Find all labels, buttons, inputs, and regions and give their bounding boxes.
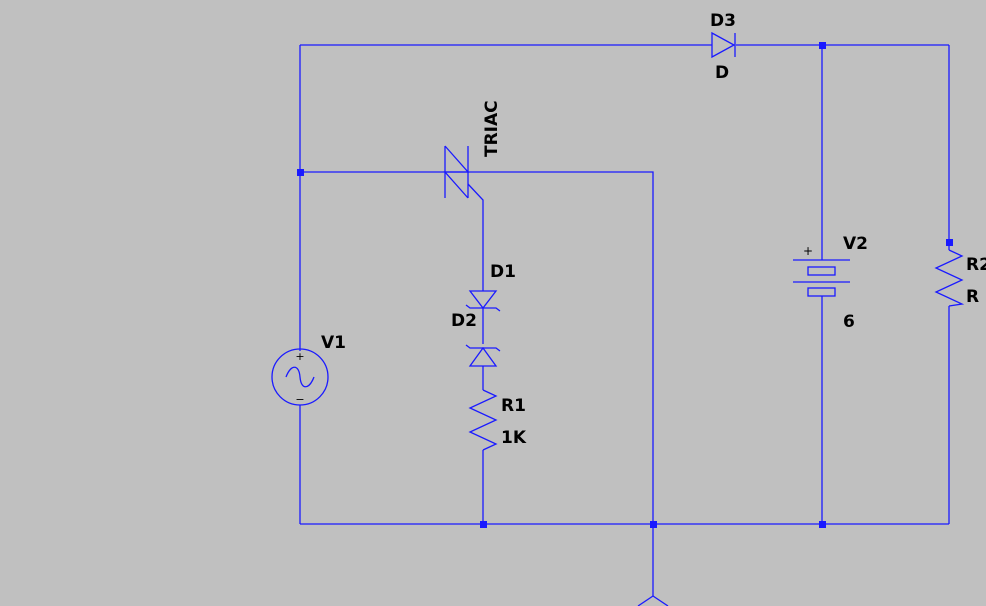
wires: [299, 44, 950, 596]
junctions: [297, 42, 953, 528]
zener-d2-symbol[interactable]: [465, 344, 501, 367]
junction-dot: [297, 169, 304, 176]
junction-dot: [819, 42, 826, 49]
junction-dot: [650, 521, 657, 528]
junction-dot: [946, 239, 953, 246]
v2-value-label: 6: [843, 312, 855, 332]
r1-value-label: 1K: [501, 428, 527, 448]
diode-d3-symbol[interactable]: [711, 31, 736, 59]
v1-ref-label: V1: [321, 333, 346, 353]
d3-value-label: D: [715, 63, 729, 83]
v2-plus-sign: +: [803, 244, 813, 258]
d3-ref-label: D3: [710, 11, 736, 31]
v1-minus-sign: −: [295, 393, 304, 406]
resistor-r2-symbol[interactable]: [934, 249, 965, 307]
r2-value-label: R: [966, 287, 979, 307]
resistor-r1-symbol[interactable]: [468, 389, 498, 451]
ac-source-v1-symbol[interactable]: [271, 348, 329, 406]
r2-ref-label: R2: [966, 255, 986, 275]
triac-symbol[interactable]: [443, 145, 470, 199]
wire-gate[interactable]: [467, 183, 484, 291]
triac-ref-label: TRIAC: [482, 100, 502, 157]
junction-dot: [480, 521, 487, 528]
wire-triac-right[interactable]: [468, 171, 654, 524]
ground-symbol[interactable]: [637, 595, 669, 606]
v2-ref-label: V2: [843, 234, 868, 254]
d1-ref-label: D1: [490, 262, 516, 282]
zener-d1-symbol[interactable]: [465, 290, 501, 312]
junction-dot: [819, 521, 826, 528]
component-labels: D3 D TRIAC D1 D2 R1 1K V1 V2 6 R2 R: [321, 11, 986, 448]
v1-plus-sign: +: [295, 350, 304, 363]
battery-v2-symbol[interactable]: [793, 259, 850, 297]
r1-ref-label: R1: [501, 396, 526, 416]
d2-ref-label: D2: [451, 311, 477, 331]
